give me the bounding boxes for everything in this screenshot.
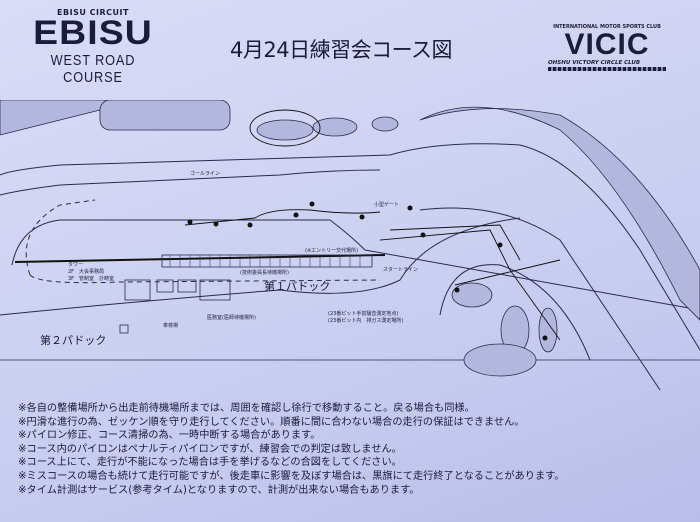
- pylon-marker: [454, 287, 460, 293]
- note-item: ※コース内のパイロンはペナルティパイロンですが、練習会での判定は致しません。: [18, 443, 402, 455]
- note-item: ※パイロン修正、コース清掃の為、一時中断する場合があります。: [18, 430, 321, 442]
- tower-2f-label: 2F 大会事務局: [68, 269, 105, 275]
- pylon-marker: [247, 222, 253, 228]
- course-diagram: [0, 100, 700, 391]
- pylon-marker: [542, 335, 548, 341]
- pylon-marker: [187, 219, 193, 225]
- page-title: 4月24日練習会コース図: [230, 38, 453, 62]
- pit-noise-label: (23番ピット手前騒音測定地点): [328, 311, 399, 317]
- pylon-marker: [359, 214, 365, 220]
- tower-label: タワー: [68, 262, 84, 268]
- pylon-marker: [420, 232, 426, 238]
- buildings: [119, 254, 373, 334]
- track-outlines: [0, 143, 700, 391]
- note-item: ※コース上にて、走行が不能になった場合は手を挙げるなどの合図をしてください。: [18, 457, 402, 469]
- vicic-logo: INTERNATIONAL MOTOR SPORTS CLUB VICIC OH…: [548, 24, 666, 71]
- note-item: ※ミスコースの場合も続けて走行可能ですが、後走車に影響を及ぼす場合は、黒旗にて走…: [18, 470, 565, 482]
- logo-subtitle: WEST ROAD COURSE: [50, 52, 136, 86]
- small-gate-label: 小型ゲート: [374, 202, 400, 208]
- medical-room-label: 医務室(医師待機場所): [207, 315, 256, 321]
- start-line-label: スタートライン: [383, 267, 419, 273]
- logo-top-text: EBISU CIRCUIT: [57, 8, 129, 17]
- pit-row: [161, 254, 373, 268]
- pylon-marker: [293, 212, 299, 218]
- driver-change-label: (※エントリー交代場所): [305, 248, 359, 254]
- tech-waiting-label: (技術委員長待機場所): [240, 270, 289, 276]
- tower-3f-label: 3F 管制室 計時室: [68, 276, 115, 282]
- logo-main-text: VICIC: [564, 28, 650, 61]
- pit-exhaust-label: (23番ピット内 排ガス測定場所): [328, 318, 404, 324]
- logo-sub-text: OHSHU VICTORY CIRCLE CLUB: [548, 60, 641, 66]
- goal-line-label: ゴールライン: [190, 171, 221, 177]
- pit-dividers: [169, 255, 361, 267]
- pylon-markers: [187, 201, 548, 341]
- logo-main-text: EBISU: [33, 14, 153, 52]
- note-item: ※タイム計測はサービス(参考タイム)となりますので、計測が出来ない場合もあります…: [18, 484, 420, 496]
- logo-top-text: INTERNATIONAL MOTOR SPORTS CLUB: [553, 24, 661, 30]
- pylon-marker: [213, 221, 219, 227]
- note-item: ※円滑な進行の為、ゼッケン順を守り走行してください。順番に間に合わない場合の走行…: [18, 416, 525, 428]
- course-route: [184, 109, 561, 341]
- logo-checker-bar: [548, 67, 666, 71]
- pylon-marker: [497, 242, 503, 248]
- pylon-marker: [309, 201, 315, 207]
- paddock-1-label: 第１パドック: [264, 280, 331, 293]
- inspection-label: 車検場: [163, 323, 179, 329]
- notes-list: ※各自の整備場所から出走前待機場所までは、周囲を確認し徐行で移動すること。戻る場…: [18, 402, 564, 497]
- infield-areas: [0, 100, 700, 377]
- paddock-2-label: 第２パドック: [40, 334, 107, 347]
- pylon-marker: [407, 205, 413, 211]
- ebisu-logo: EBISU CIRCUIT EBISU WEST ROAD COURSE: [28, 8, 158, 86]
- course-map: ゴールライン スタートライン (※エントリー交代場所) (技術委員長待機場所) …: [0, 100, 700, 400]
- note-item: ※各自の整備場所から出走前待機場所までは、周囲を確認し徐行で移動すること。戻る場…: [18, 403, 475, 414]
